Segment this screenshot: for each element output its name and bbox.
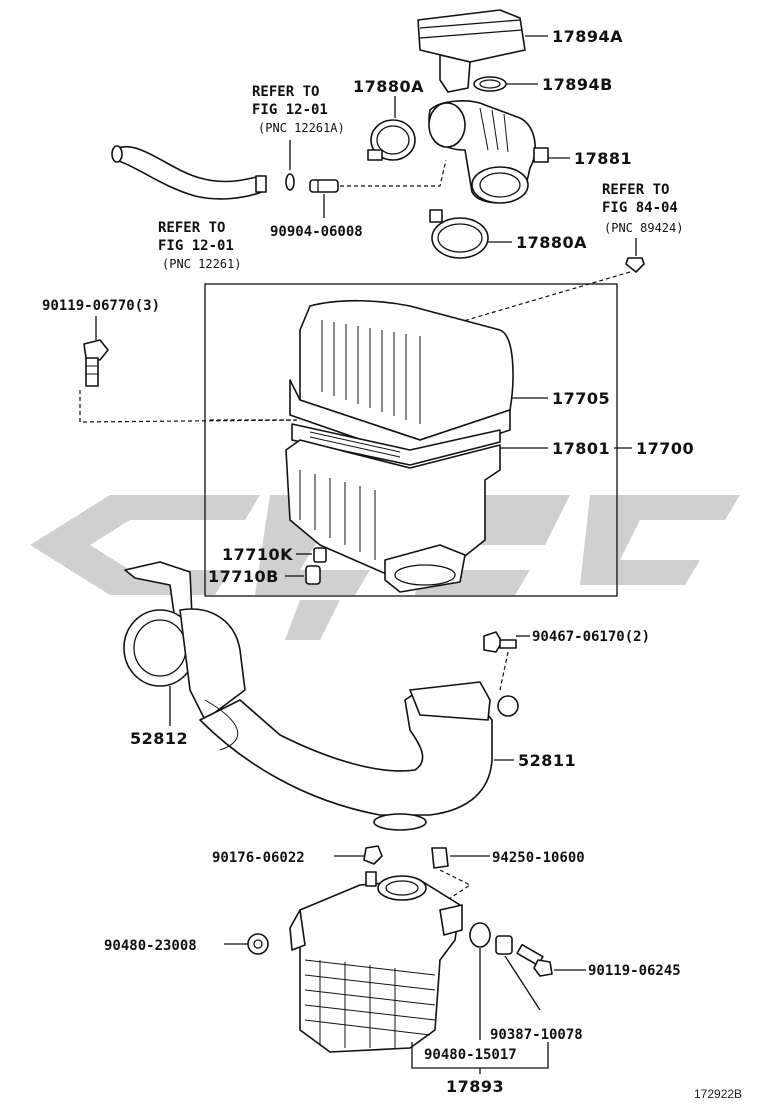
callout-17880A-bottom: 17880A xyxy=(516,233,587,252)
part-90904-06008-drawing xyxy=(309,179,339,193)
callout-17710B: 17710B xyxy=(208,567,279,586)
bolt-90467-06170-icon xyxy=(483,631,517,653)
grommet-90480-23008-icon xyxy=(247,933,269,955)
collar-90387-10078-icon xyxy=(495,935,513,955)
callout-90176-06022: 90176-06022 xyxy=(212,850,305,866)
hose-12261-drawing xyxy=(111,145,267,200)
callout-17880A-top: 17880A xyxy=(353,77,424,96)
clip-89424-icon xyxy=(625,257,645,273)
callout-52812: 52812 xyxy=(130,729,188,748)
part-17880A-top-drawing xyxy=(367,119,416,161)
callout-17881: 17881 xyxy=(574,149,632,168)
callout-17894B: 17894B xyxy=(542,75,613,94)
grommet-90480-15017-icon xyxy=(469,922,491,948)
callout-90119-06770: 90119-06770(3) xyxy=(42,298,160,314)
clip-90176-06022-icon xyxy=(363,845,383,865)
bolt-90119-06770-icon xyxy=(83,339,109,387)
ring-12261A-icon xyxy=(285,173,295,191)
svg-text:FIG 84-04: FIG 84-04 xyxy=(602,200,678,216)
part-17880A-bottom-drawing xyxy=(429,209,489,259)
part-17893-drawing xyxy=(289,871,463,1053)
callout-17893: 17893 xyxy=(446,1077,504,1096)
callout-94250-10600: 94250-10600 xyxy=(492,850,585,866)
callout-52811: 52811 xyxy=(518,751,576,770)
part-17700-lower-case-drawing xyxy=(285,439,501,593)
svg-text:REFER TO: REFER TO xyxy=(602,182,669,198)
part-52811-drawing xyxy=(199,681,519,831)
svg-text:(PNC 12261A): (PNC 12261A) xyxy=(258,121,345,135)
part-17801-drawing xyxy=(291,423,501,466)
part-17881-drawing xyxy=(428,100,549,204)
callout-17801: 17801 xyxy=(552,439,610,458)
callout-90480-23008: 90480-23008 xyxy=(104,938,197,954)
bolt-90119-06245-icon xyxy=(516,943,553,977)
svg-text:(PNC 12261): (PNC 12261) xyxy=(162,257,241,271)
part-17894A-drawing xyxy=(417,9,526,93)
refer-to-fig-12-01-a: REFER TO FIG 12-01 (PNC 12261A) xyxy=(252,84,345,135)
refer-to-fig-12-01-b: REFER TO FIG 12-01 (PNC 12261) xyxy=(158,220,241,271)
part-17894B-drawing xyxy=(473,76,507,92)
svg-text:REFER TO: REFER TO xyxy=(252,84,319,100)
callout-17705: 17705 xyxy=(552,389,610,408)
callout-90119-06245: 90119-06245 xyxy=(588,963,681,979)
callout-90467-06170: 90467-06170(2) xyxy=(532,629,650,645)
callout-17700: 17700 xyxy=(636,439,694,458)
clip-94250-10600-icon xyxy=(431,847,449,869)
callout-90904-06008: 90904-06008 xyxy=(270,224,363,240)
part-17710B-icon xyxy=(305,565,321,585)
assembly-17700-frame xyxy=(204,283,618,597)
figure-id: 172922B xyxy=(694,1087,742,1101)
part-17710K-icon xyxy=(313,547,327,563)
svg-text:FIG 12-01: FIG 12-01 xyxy=(252,102,328,118)
svg-text:FIG 12-01: FIG 12-01 xyxy=(158,238,234,254)
callout-90387-10078: 90387-10078 xyxy=(490,1027,583,1043)
callout-17710K: 17710K xyxy=(222,545,293,564)
svg-text:(PNC 89424): (PNC 89424) xyxy=(604,221,683,235)
callout-17894A: 17894A xyxy=(552,27,623,46)
refer-to-fig-84-04: REFER TO FIG 84-04 (PNC 89424) xyxy=(602,182,683,235)
svg-text:REFER TO: REFER TO xyxy=(158,220,225,236)
callout-90480-15017: 90480-15017 xyxy=(424,1047,517,1063)
part-52812-drawing xyxy=(123,561,246,721)
